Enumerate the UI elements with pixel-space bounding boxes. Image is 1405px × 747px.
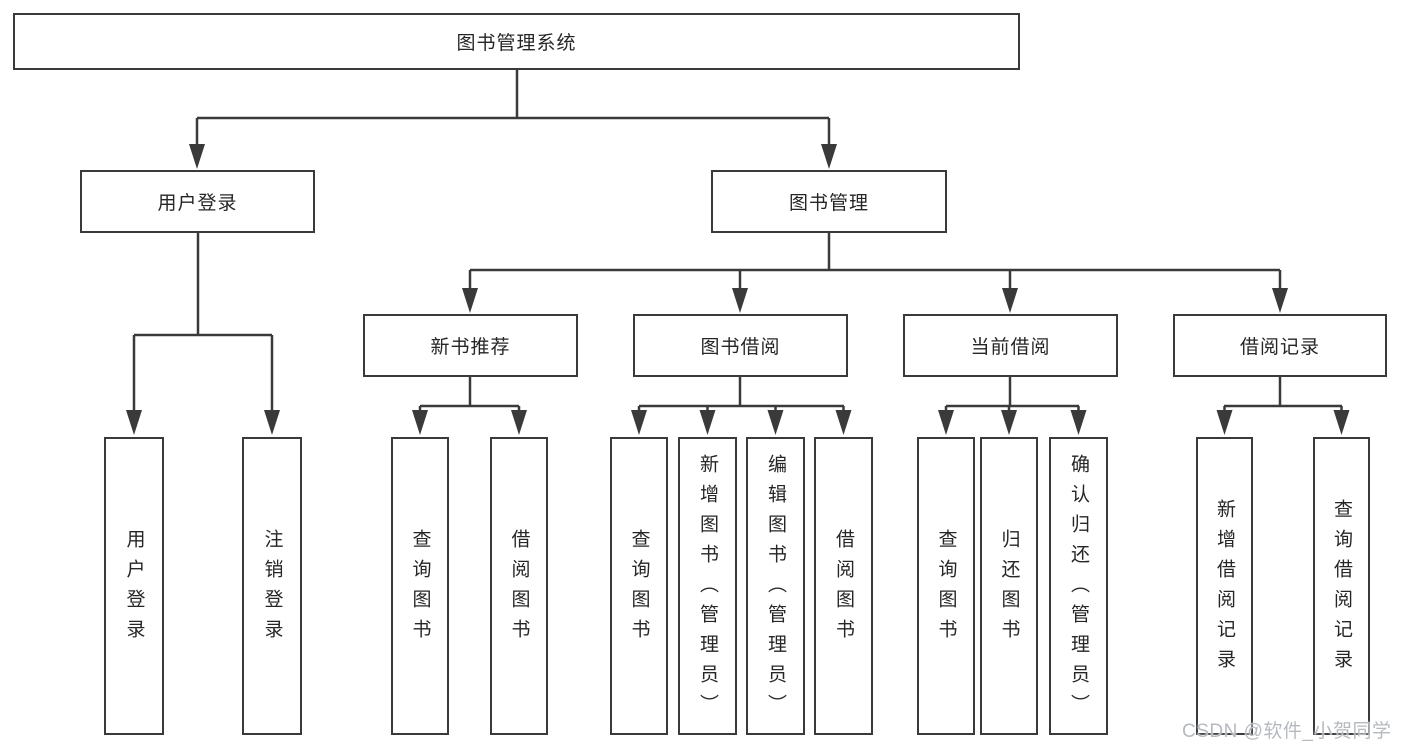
csdn-watermark: CSDN @软件_小贺同学 [1182, 721, 1392, 742]
node-book-management: 图书管理 [711, 170, 947, 233]
leaf-return-book: 归还图书 [980, 437, 1038, 735]
leaf-add-borrow-record: 新增借阅记录 [1196, 437, 1253, 735]
leaf-query-books-2: 查询图书 [610, 437, 668, 735]
leaf-edit-book-admin: 编辑图书（管理员） [746, 437, 805, 735]
node-new-book-recommend: 新书推荐 [363, 314, 578, 377]
leaf-borrow-books-1: 借阅图书 [490, 437, 548, 735]
leaf-logout: 注销登录 [242, 437, 302, 735]
leaf-query-books-1: 查询图书 [391, 437, 449, 735]
leaf-add-book-admin: 新增图书（管理员） [678, 437, 737, 735]
node-current-borrow: 当前借阅 [903, 314, 1118, 377]
leaf-query-books-3: 查询图书 [917, 437, 975, 735]
node-root-system: 图书管理系统 [13, 13, 1020, 70]
node-book-borrow: 图书借阅 [633, 314, 848, 377]
leaf-query-borrow-record: 查询借阅记录 [1313, 437, 1370, 735]
leaf-user-login: 用户登录 [104, 437, 164, 735]
node-borrow-records: 借阅记录 [1173, 314, 1387, 377]
arrowheads [126, 144, 1350, 435]
leaf-borrow-books-2: 借阅图书 [814, 437, 873, 735]
node-user-login: 用户登录 [80, 170, 315, 233]
leaf-confirm-return-admin: 确认归还（管理员） [1049, 437, 1108, 735]
